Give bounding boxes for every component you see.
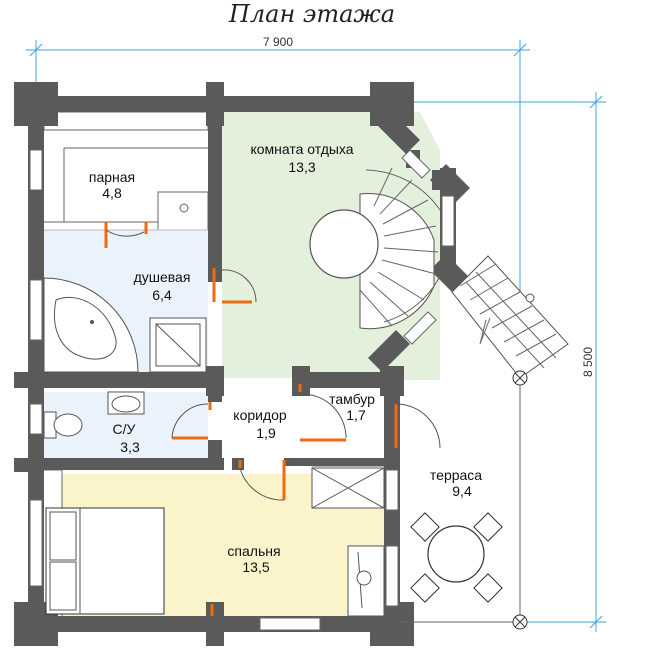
wardrobe-icon <box>311 467 385 509</box>
room-name-spalnya: спальня <box>227 543 280 559</box>
room-area-koridor: 1,9 <box>256 425 276 441</box>
bed-icon <box>45 507 165 615</box>
shower-tray-icon <box>149 317 207 373</box>
spiral-staircase-icon <box>309 167 441 330</box>
room-area-terrasa: 9,4 <box>452 483 472 499</box>
room-name-dushevaya: душевая <box>134 269 191 285</box>
room-area-spalnya: 13,5 <box>242 559 269 575</box>
toilet-icon <box>43 411 83 439</box>
room-name-koridor: коридор <box>233 407 287 423</box>
room-area-tambur: 1,7 <box>346 407 366 423</box>
doors <box>104 222 441 616</box>
room-labels: парная 4,8 комната отдыха 13,3 душевая 6… <box>89 141 482 575</box>
room-name-terrasa: терраса <box>430 467 482 483</box>
room-area-komnata: 13,3 <box>288 159 315 175</box>
room-name-parnaya: парная <box>89 169 135 185</box>
room-area-su: 3,3 <box>120 439 140 455</box>
height-dimension: 8 500 <box>581 347 595 377</box>
width-dimension: 7 900 <box>263 35 293 49</box>
dresser-icon <box>347 545 385 617</box>
terrace-table-icon <box>410 512 503 603</box>
bathtub-icon <box>43 277 139 373</box>
terrace-posts <box>400 293 535 630</box>
room-area-parnaya: 4,8 <box>102 185 122 201</box>
room-name-su: С/У <box>113 421 136 437</box>
plan-title: План этажа <box>228 0 395 28</box>
room-name-tambur: тамбур <box>329 391 375 407</box>
windows <box>29 149 455 631</box>
sink-icon <box>107 391 145 415</box>
terrace-stairs-icon <box>451 255 569 379</box>
room-area-dushevaya: 6,4 <box>152 287 172 303</box>
room-name-komnata: комната отдыха <box>250 141 353 157</box>
dimension-lines <box>26 40 606 632</box>
